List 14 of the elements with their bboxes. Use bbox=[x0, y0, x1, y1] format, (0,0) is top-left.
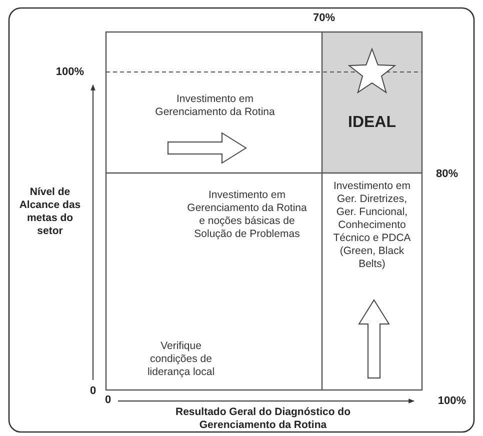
axis-tick-label: 80% bbox=[434, 168, 460, 181]
axis-tick-label: 0 bbox=[88, 385, 98, 398]
x-axis-title: Resultado Geral do Diagnóstico do Gerenciamento da Rotina bbox=[174, 406, 352, 432]
axis-tick-label: 100% bbox=[54, 66, 86, 79]
axis-tick-label: 70% bbox=[312, 12, 336, 25]
quadrant-text: Investimento em Gerenciamento da Rotina e noções básicas de Solução de Problemas bbox=[186, 189, 308, 241]
axis-tick-label: 100% bbox=[436, 395, 468, 408]
highlighted-quadrant bbox=[322, 32, 422, 173]
quadrant-text: Verifique condições de liderança local bbox=[146, 340, 216, 379]
y-axis-title: Nível de Alcance das metas do setor bbox=[18, 186, 82, 238]
quadrant-text: Investimento em Gerenciamento da Rotina bbox=[154, 93, 276, 119]
axis-tick-label: 0 bbox=[104, 394, 112, 407]
quadrant-text: IDEAL bbox=[347, 114, 397, 132]
quadrant-text: Investimento em Ger. Diretrizes, Ger. Funcional, Conhecimento Técnico e PDCA (Green, Black Belts) bbox=[332, 180, 412, 271]
